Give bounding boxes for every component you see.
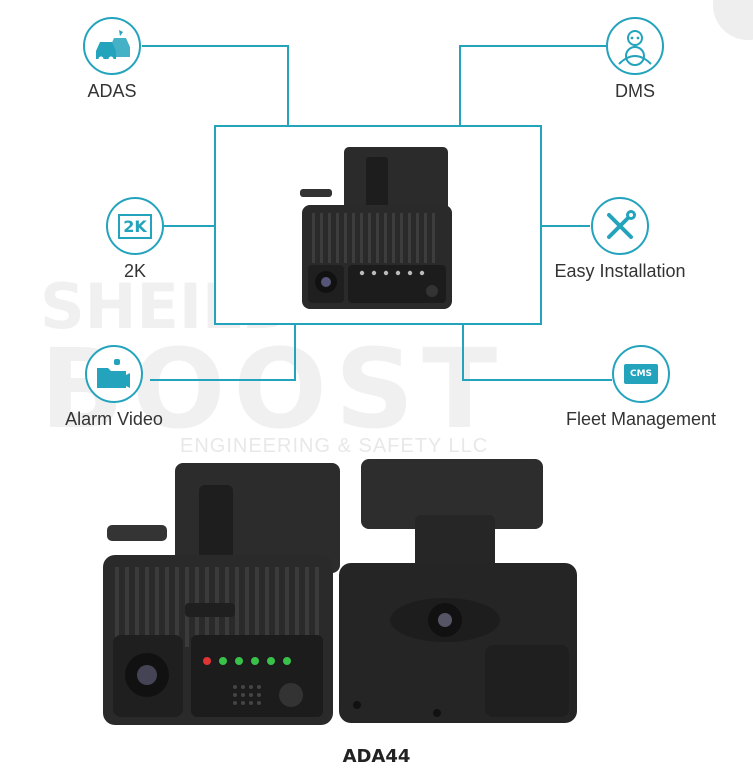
fleet-icon-circle: CMS <box>612 345 670 403</box>
line-adas <box>142 45 289 125</box>
large-device-image <box>103 459 577 725</box>
dms-label: DMS <box>615 81 655 101</box>
2k-icon-circle: 2K <box>106 197 164 255</box>
small-device-image <box>300 147 452 309</box>
center-product-box <box>214 125 542 325</box>
easy-icon-circle <box>591 197 649 255</box>
car-collision-icon <box>96 30 130 62</box>
alarm-folder-icon <box>97 359 130 388</box>
right-device-monitor <box>361 459 543 529</box>
dms-icon-circle <box>606 17 664 75</box>
adas-label: ADAS <box>87 81 137 101</box>
alarm-icon-circle <box>85 345 143 403</box>
cms-monitor-icon: CMS <box>623 364 659 384</box>
2k-icon: 2K <box>118 213 152 239</box>
wrench-screwdriver-icon <box>607 210 636 239</box>
adas-icon-circle <box>83 17 141 75</box>
2k-label: 2K <box>123 261 147 281</box>
driver-icon <box>618 30 652 66</box>
status-leds <box>203 657 291 665</box>
alarm-video-label: Alarm Video <box>65 409 163 429</box>
feature-adas: ADAS <box>27 17 197 102</box>
feature-alarm-video: Alarm Video <box>29 345 199 430</box>
line-alarm <box>150 325 296 381</box>
line-fleet <box>462 325 612 381</box>
product-name: ADA44 <box>342 746 411 767</box>
feature-fleet-management: CMS Fleet Management <box>556 345 726 430</box>
line-dms <box>459 45 606 125</box>
easy-installation-label: Easy Installation <box>554 261 686 281</box>
feature-2k: 2K 2K <box>50 197 220 282</box>
feature-dms: DMS <box>550 17 720 102</box>
feature-easy-installation: Easy Installation <box>535 197 705 282</box>
fleet-management-label: Fleet Management <box>565 409 717 429</box>
